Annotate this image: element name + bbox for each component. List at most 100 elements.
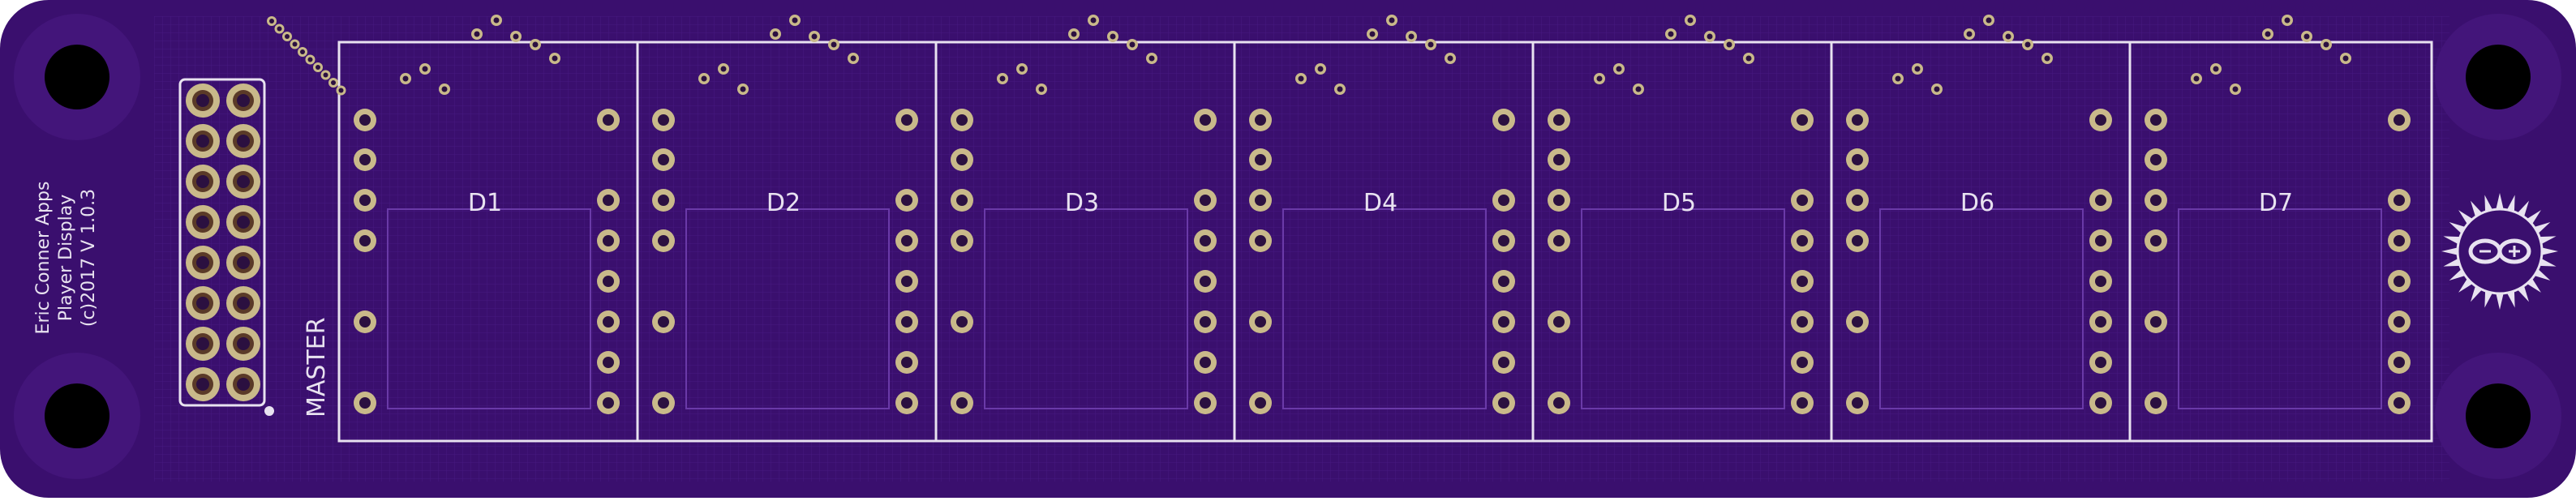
via (549, 53, 560, 64)
display-pin (951, 189, 973, 212)
via (2301, 31, 2312, 42)
credit-block: Eric Conner Apps Player Display (c)2017 … (33, 182, 99, 335)
display-pin (895, 229, 918, 252)
via (1367, 28, 1378, 40)
display-pin (1846, 189, 1869, 212)
display-pin (652, 310, 675, 333)
header-pin (226, 165, 260, 199)
display-pin (1194, 392, 1217, 414)
display-module: D5 (1548, 15, 1814, 414)
via (1036, 84, 1047, 95)
display-label: D2 (766, 189, 801, 217)
display-module: D2 (652, 15, 918, 414)
display-pin (951, 310, 973, 333)
display-pin (1492, 229, 1515, 252)
display-pin (1194, 270, 1217, 293)
display-pin (354, 392, 376, 414)
via (2191, 73, 2202, 84)
via (320, 70, 331, 80)
display-pin (1548, 148, 1570, 171)
silkscreen-frame (337, 41, 2433, 443)
display-module: D6 (1846, 15, 2112, 414)
via (328, 78, 338, 88)
display-pin (951, 148, 973, 171)
display-pin (1492, 310, 1515, 333)
display-pin (1791, 392, 1814, 414)
display-pin (1548, 109, 1570, 131)
display-module: D7 (2145, 15, 2411, 414)
display-pin (2089, 229, 2112, 252)
via (274, 24, 285, 34)
header-pin (226, 205, 260, 239)
display-pin (1846, 310, 1869, 333)
display-pin (1791, 189, 1814, 212)
via (2210, 63, 2222, 75)
via (336, 85, 346, 96)
via (698, 73, 710, 84)
via (2262, 28, 2273, 40)
display-pin (2388, 109, 2411, 131)
display-pin (951, 109, 973, 131)
credit-line-2: Player Display (56, 195, 76, 322)
display-pin (951, 392, 973, 414)
via (267, 16, 277, 26)
display-pin (2145, 392, 2167, 414)
via (491, 15, 502, 26)
header-pin (226, 246, 260, 280)
display-pin (1548, 392, 1570, 414)
display-pin (2388, 310, 2411, 333)
via (2282, 15, 2293, 26)
display-pin (652, 229, 675, 252)
display-pin (354, 148, 376, 171)
via (1964, 28, 1975, 40)
via (1704, 31, 1715, 42)
via (1016, 63, 1028, 75)
header-pin (226, 84, 260, 118)
credit-line-1: Eric Conner Apps (33, 182, 54, 335)
header-trace-vias (267, 16, 346, 96)
display-pin (354, 229, 376, 252)
display-pin (2388, 392, 2411, 414)
display-pin (2145, 148, 2167, 171)
display-pin (652, 109, 675, 131)
display-label: D6 (1960, 189, 1994, 217)
display-pin (2145, 310, 2167, 333)
via (737, 84, 749, 95)
display-pin (1846, 229, 1869, 252)
display-pin (895, 351, 918, 374)
display-pin (2145, 109, 2167, 131)
via (305, 54, 316, 65)
display-pin (2388, 351, 2411, 374)
via (770, 28, 781, 40)
display-pin (2089, 351, 2112, 374)
via (1445, 53, 1456, 64)
display-pin (1791, 270, 1814, 293)
display-pin (1846, 148, 1869, 171)
display-pin (597, 310, 620, 333)
display-pin (1249, 229, 1272, 252)
via (1146, 53, 1157, 64)
display-pin (2089, 270, 2112, 293)
pin1-marker (264, 406, 274, 416)
header-pin (186, 367, 220, 401)
master-label: MASTER (303, 317, 331, 418)
header-pin (186, 246, 220, 280)
via (471, 28, 483, 40)
via (789, 15, 801, 26)
display-pin (1249, 109, 1272, 131)
display-pin (1249, 310, 1272, 333)
display-label: D4 (1363, 189, 1397, 217)
via (1743, 53, 1754, 64)
display-pin (1548, 310, 1570, 333)
display-module: D3 (951, 15, 1217, 414)
display-pin (597, 351, 620, 374)
via (1685, 15, 1696, 26)
via (2321, 39, 2332, 50)
display-pin (895, 392, 918, 414)
display-pin (597, 392, 620, 414)
via (1068, 28, 1080, 40)
display-pin (895, 310, 918, 333)
header-pin (226, 124, 260, 158)
display-pin (1846, 109, 1869, 131)
